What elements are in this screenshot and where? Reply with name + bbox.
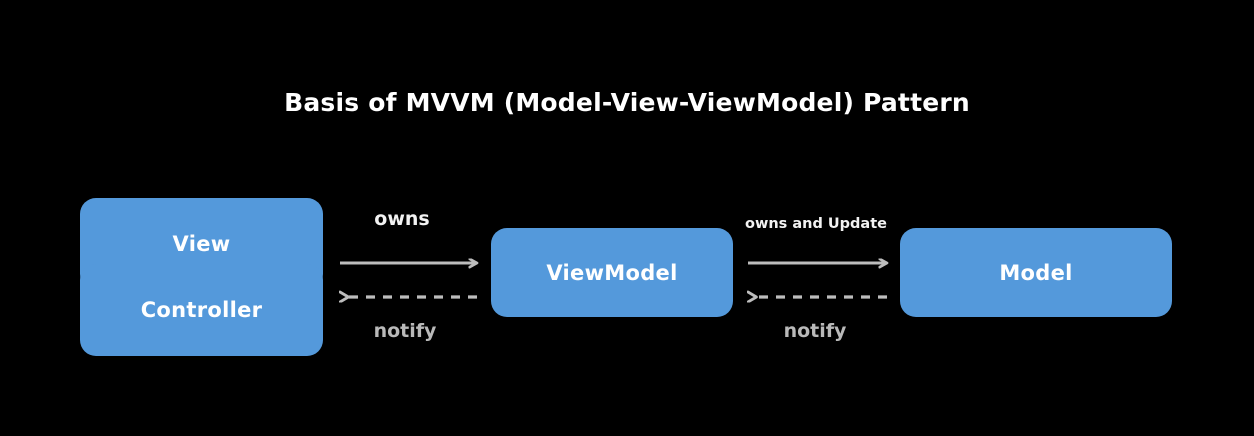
node-view-label: View — [172, 232, 231, 256]
edge-group-viewmodel-model: owns and Update notify — [745, 198, 900, 358]
edge-group-view-controller-viewmodel: owns notify — [337, 198, 491, 358]
edge-label-owns-and-update: owns and Update — [745, 216, 887, 232]
edge-arrows-view-controller-viewmodel — [337, 198, 491, 358]
node-model-label: Model — [999, 260, 1073, 285]
page-title: Basis of MVVM (Model-View-ViewModel) Pat… — [284, 88, 970, 117]
edge-arrows-viewmodel-model — [745, 198, 900, 358]
edge-label-notify-1: notify — [373, 320, 437, 342]
node-model[interactable]: Model — [900, 228, 1172, 317]
node-viewmodel[interactable]: ViewModel — [491, 228, 733, 317]
node-controller[interactable]: Controller — [80, 264, 323, 356]
edge-label-notify-2: notify — [783, 320, 847, 342]
node-viewmodel-label: ViewModel — [546, 260, 678, 285]
edge-label-owns: owns — [374, 208, 430, 230]
node-controller-label: Controller — [140, 298, 263, 322]
